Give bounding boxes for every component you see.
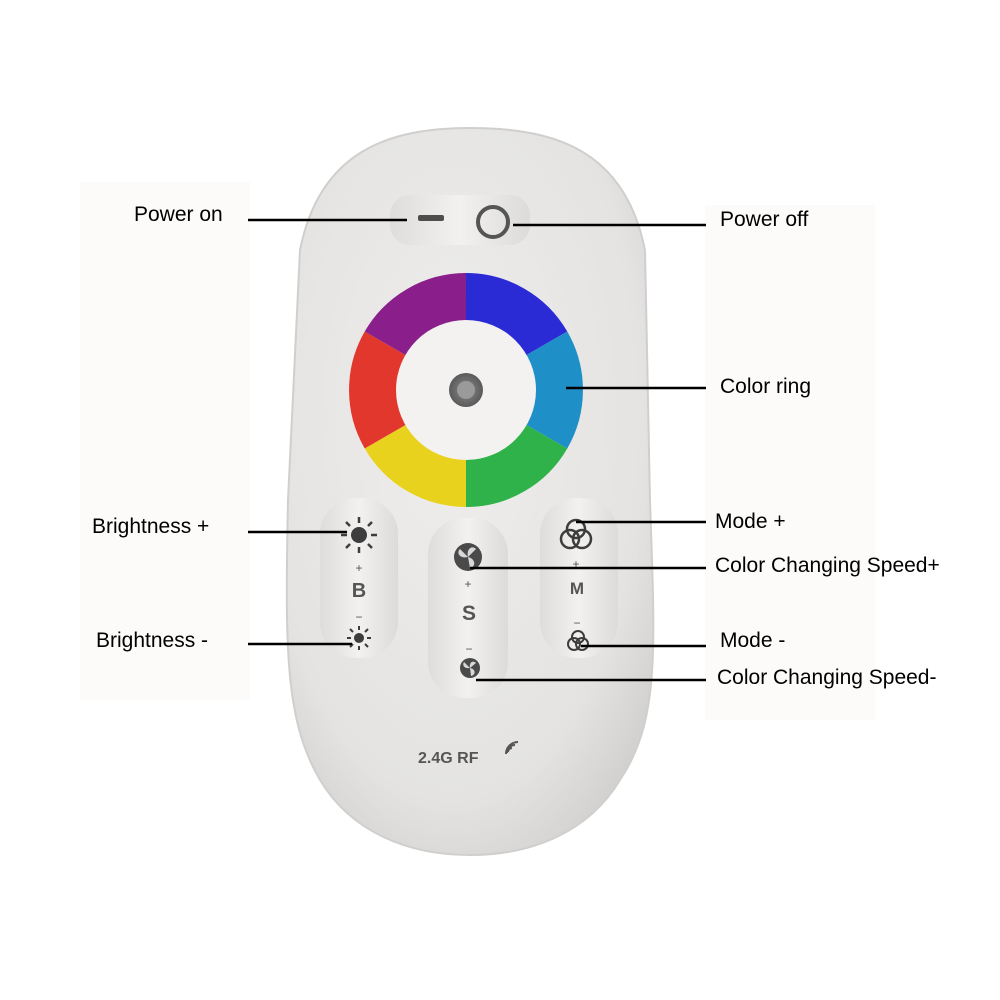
speed-plus-sign: + [464, 577, 471, 591]
mode-minus-sign: − [573, 616, 580, 630]
label-mode-plus: Mode + [715, 510, 786, 533]
power-off-button[interactable] [476, 205, 510, 239]
power-on-button[interactable] [418, 215, 444, 221]
label-power-on: Power on [134, 203, 223, 226]
rf-signal-icon [505, 741, 519, 755]
mode-letter: M [570, 579, 584, 598]
speed-fan-small-icon[interactable] [460, 658, 480, 678]
speed-minus-sign: − [465, 642, 472, 656]
mode-circles-icon[interactable] [559, 518, 593, 550]
label-power-off: Power off [720, 208, 809, 231]
label-panel-right [705, 205, 875, 720]
color-ring[interactable] [349, 273, 583, 507]
label-speed-plus: Color Changing Speed+ [715, 554, 940, 577]
brightness-pad [320, 498, 398, 658]
speed-letter: S [462, 602, 476, 625]
sun-large-icon[interactable] [341, 517, 377, 553]
label-speed-minus: Color Changing Speed- [717, 666, 937, 689]
leader-lines [248, 218, 706, 682]
brightness-letter: B [352, 580, 366, 602]
speed-fan-icon[interactable] [454, 543, 482, 571]
mode-circles-small-icon[interactable] [567, 630, 589, 651]
mode-plus-sign: + [572, 557, 579, 571]
mode-pad [540, 498, 618, 658]
label-panel-left [80, 182, 250, 700]
speed-pad [428, 518, 508, 698]
rf-text: 2.4G RF [418, 750, 479, 767]
label-brightness-plus: Brightness + [92, 515, 210, 538]
label-color-ring: Color ring [720, 375, 812, 398]
label-brightness-minus: Brightness - [96, 629, 209, 652]
sun-small-icon[interactable] [347, 626, 371, 650]
brightness-minus-sign: − [355, 610, 362, 624]
brightness-plus-sign: + [355, 561, 362, 575]
label-mode-minus: Mode - [720, 629, 786, 652]
